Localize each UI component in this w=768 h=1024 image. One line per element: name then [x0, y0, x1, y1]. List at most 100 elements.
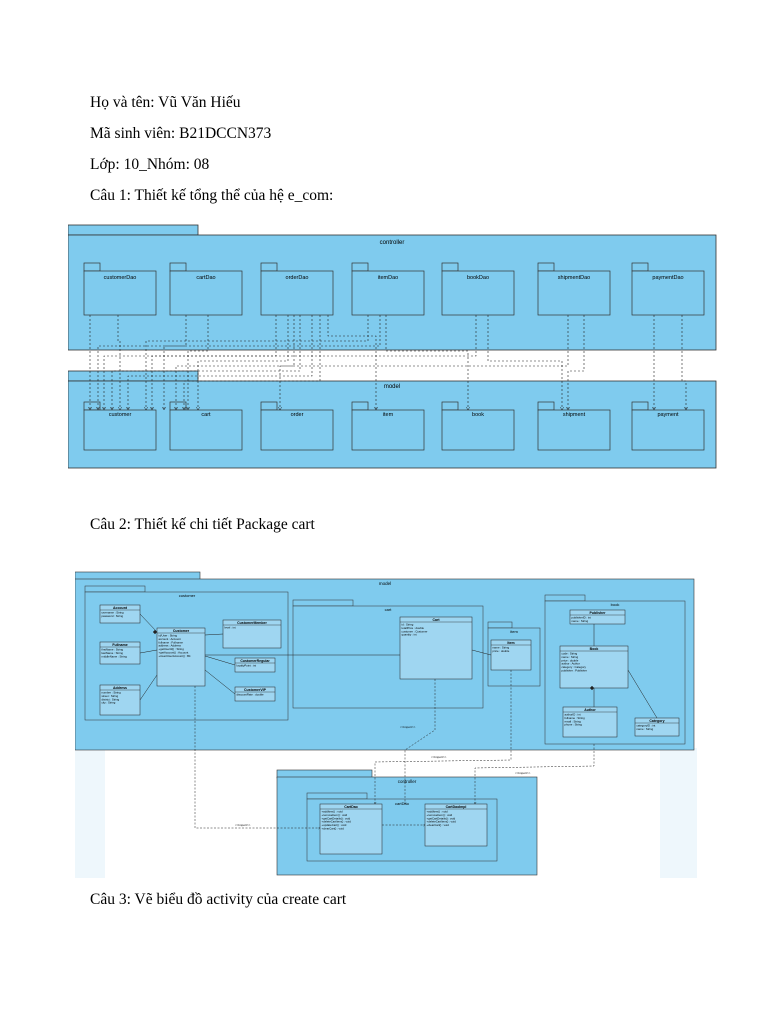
- class-attribute: totalPrice : double: [402, 626, 425, 630]
- class-attribute: +insertUserAccount() : Bit: [159, 654, 191, 658]
- class-attribute: loyaltyPoint : int: [237, 664, 257, 668]
- model-package-label: item: [383, 412, 394, 418]
- class-publisher: [569, 609, 626, 625]
- dependency-line: [198, 315, 289, 410]
- model-package-cart: [169, 409, 243, 451]
- question-3-heading: Câu 3: Vẽ biểu đồ activity của create ca…: [90, 891, 347, 908]
- import-dependency: [194, 686, 320, 828]
- dependency-line: [176, 315, 569, 410]
- class-attribute: id : String: [402, 623, 414, 627]
- model-package-label: payment: [657, 412, 679, 418]
- class-attribute: +removeItem() : void: [427, 813, 453, 817]
- class-attribute: +removeItem() : void: [322, 813, 348, 817]
- model-package-order: [260, 409, 334, 451]
- class-attribute: publisherID : int: [572, 616, 592, 620]
- class-name: CartDao: [344, 805, 358, 809]
- dependency-line: [128, 315, 313, 410]
- association-line: [627, 669, 658, 719]
- class-attribute: email : String: [565, 719, 582, 723]
- composition-diamond: [152, 629, 158, 635]
- dao-package-label: orderDao: [286, 275, 309, 281]
- class-attribute: publisher : Publisher: [562, 669, 587, 673]
- class-name: Publisher: [590, 611, 607, 615]
- model-package-label: customer: [109, 412, 132, 418]
- class-attribute: +deleteCartItem() : void: [427, 820, 457, 824]
- class-name: Customer: [173, 629, 190, 633]
- association-line: [139, 649, 158, 654]
- class-attribute: password : String: [102, 614, 124, 618]
- class-name: CartDaoImpl: [446, 805, 467, 809]
- import-dependency: [405, 679, 436, 804]
- model-package-label: order: [291, 412, 304, 418]
- controller-package-label: controller: [380, 240, 405, 246]
- dao-package-label: cartDao: [196, 275, 215, 281]
- association-line: [139, 613, 158, 633]
- class-attribute: +addItem() : void: [427, 810, 449, 814]
- student-name-line: Họ và tên: Vũ Văn Hiếu: [90, 94, 241, 111]
- dependency-line: [385, 315, 468, 410]
- class-attribute: phone : String: [565, 723, 583, 727]
- class-attribute: +deleteCartItem() : void: [322, 820, 352, 824]
- controller-package-label: controller: [398, 779, 417, 784]
- class-attribute: author : Author: [562, 662, 580, 666]
- dependency-line: [681, 315, 686, 410]
- import-dependency: [375, 670, 512, 804]
- cartdao-subpackage-label: cartDao: [395, 801, 410, 806]
- class-attribute: number : String: [102, 691, 122, 695]
- model-package-item: [351, 409, 425, 451]
- class-name: Category: [649, 719, 664, 723]
- dao-package-customerDao: [83, 270, 157, 316]
- class-attribute: authorID : int: [565, 713, 581, 717]
- controller-package-tab: [68, 224, 199, 236]
- class-attribute: category : Category: [562, 665, 587, 669]
- dao-package-orderDao: [260, 270, 334, 316]
- dao-package-cartDao: [169, 270, 243, 316]
- class-name: Address: [113, 686, 127, 690]
- class-name: Author: [584, 708, 596, 712]
- dependency-line: [146, 315, 369, 410]
- association-line: [139, 674, 158, 701]
- class-attribute: district : String: [102, 697, 120, 701]
- class-name: CustomerMember: [237, 621, 267, 625]
- association-line: [204, 655, 236, 666]
- model-package-shipment: [537, 409, 611, 451]
- class-attribute: firstName : String: [102, 648, 124, 652]
- model-package-label: model: [379, 581, 391, 586]
- class-cart-dao-impl: [424, 803, 488, 847]
- class-name: Book: [590, 647, 599, 651]
- dao-package-bookDao: [441, 270, 515, 316]
- dao-package-label: shipmentDao: [558, 275, 590, 281]
- class-group-line: Lớp: 10_Nhóm: 08: [90, 156, 210, 173]
- class-attribute: name : String: [572, 619, 589, 623]
- class-cart-dao: [319, 803, 383, 855]
- import-dependency: [475, 744, 595, 804]
- class-attribute: fullname : String: [565, 716, 586, 720]
- class-name: CustomerVIP: [244, 688, 267, 692]
- dao-package-label: paymentDao: [652, 275, 683, 281]
- class-name: Fullname: [112, 643, 127, 647]
- association-line: [204, 633, 224, 636]
- model-package-label: book: [472, 412, 484, 418]
- class-attribute: +getCartDetails() : void: [427, 816, 456, 820]
- class-attribute: fullname : Fullname: [159, 640, 184, 644]
- class-attribute: name : String: [493, 646, 510, 650]
- class-attribute: street : String: [102, 694, 119, 698]
- model-package-label: cart: [201, 412, 211, 418]
- class-attribute: customer : Customer: [402, 629, 428, 633]
- item-subpackage-label: item: [510, 629, 518, 634]
- class-attribute: level : int: [225, 626, 236, 630]
- cart-package-detail-diagram: model customer cart item book controller…: [75, 570, 697, 880]
- question-1-heading: Câu 1: Thiết kế tổng thể của hệ e_com:: [90, 187, 334, 204]
- model-package-book: [441, 409, 515, 451]
- import-label: <<import>>: [400, 725, 416, 729]
- cart-subpackage-label: cart: [385, 607, 393, 612]
- class-attribute: +clearCart() : void: [427, 823, 450, 827]
- class-attribute: +addItem() : void: [322, 810, 344, 814]
- class-attribute: name : String: [637, 727, 654, 731]
- class-customer-member: [222, 619, 282, 649]
- class-attribute: +clearCart() : void: [322, 827, 345, 831]
- class-attribute: address : Address: [159, 644, 182, 648]
- class-name: Cart: [432, 618, 440, 622]
- dao-package-label: itemDao: [378, 275, 398, 281]
- dependency-line: [487, 315, 562, 410]
